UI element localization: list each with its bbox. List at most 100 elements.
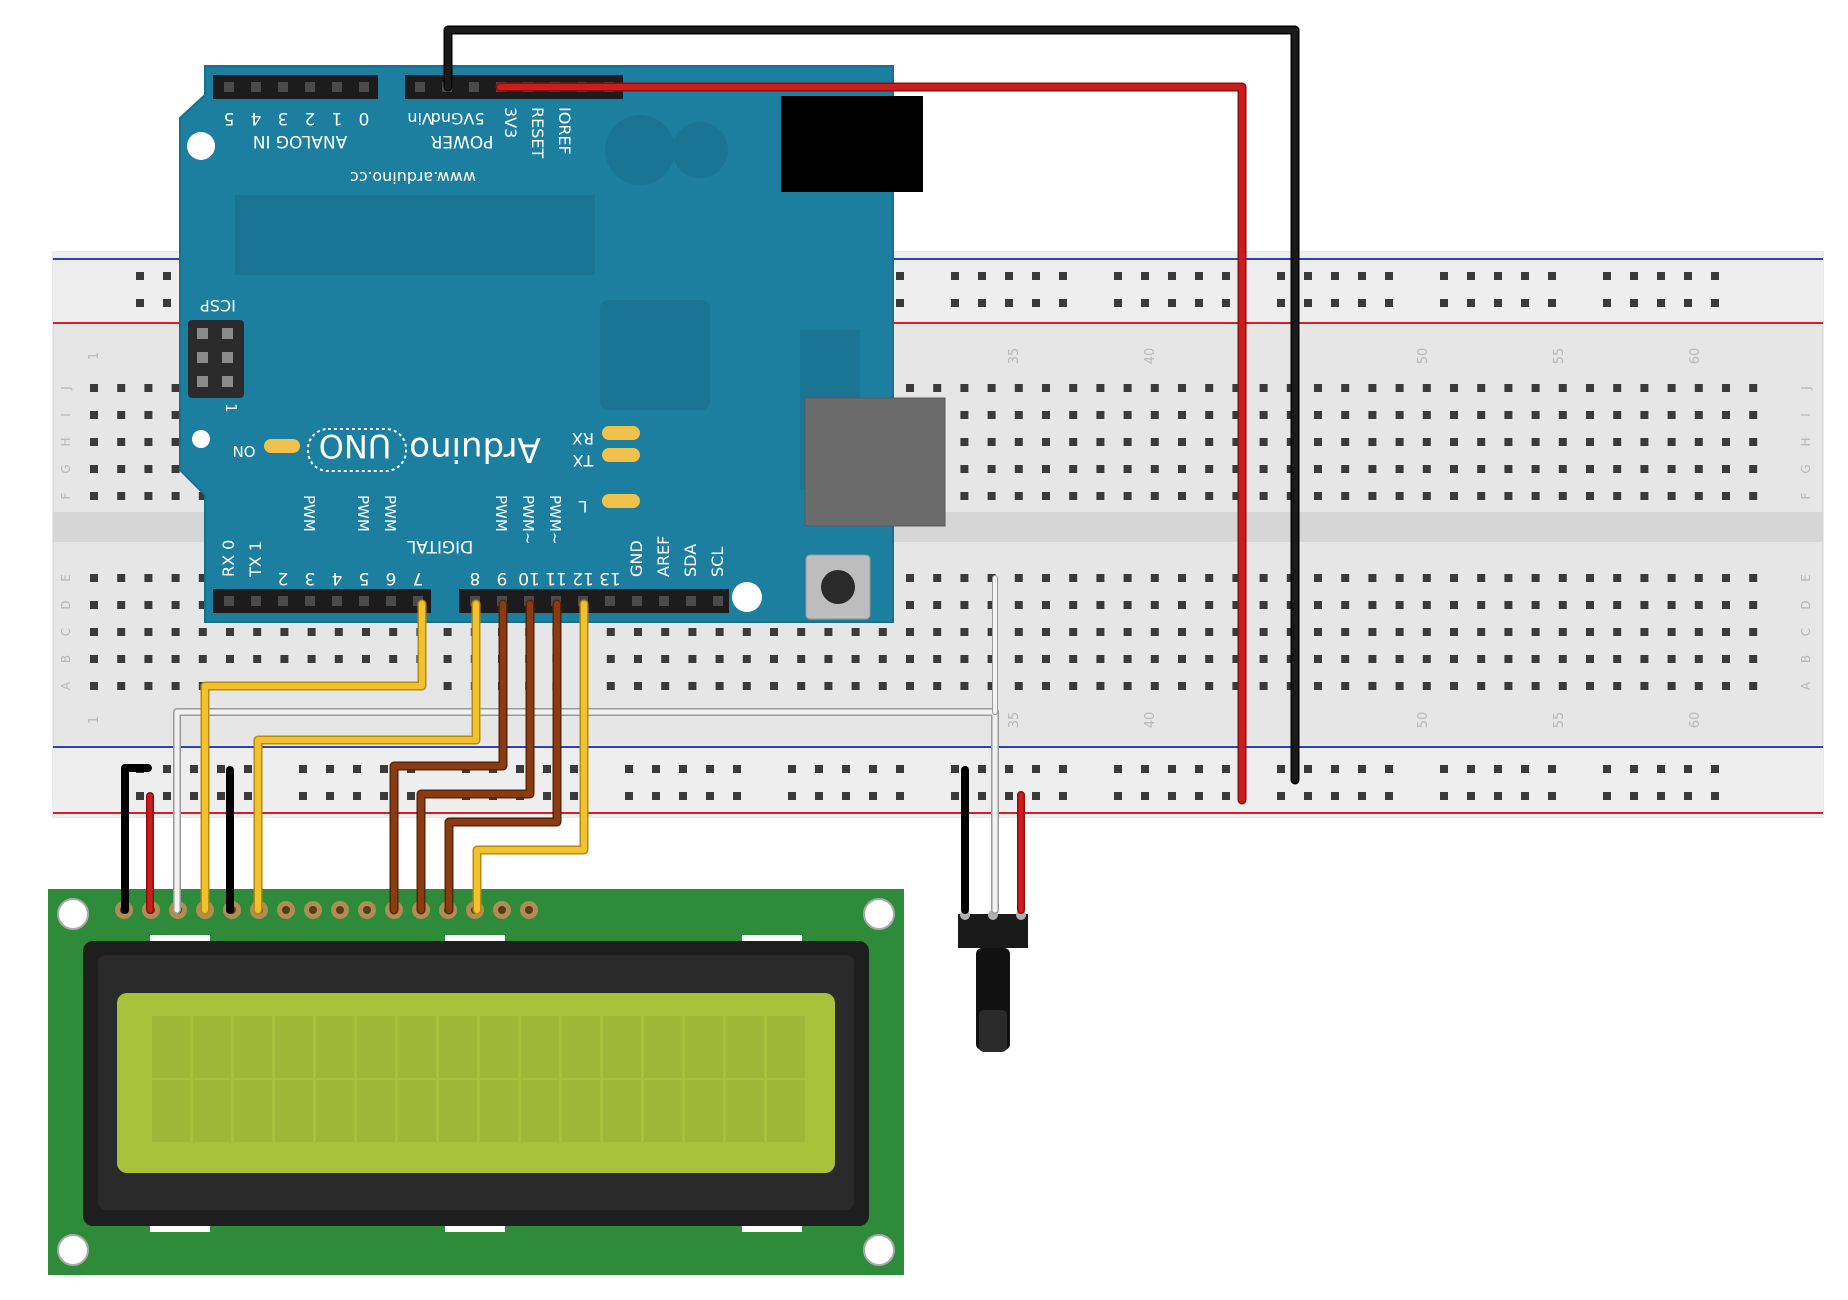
lcd-char-cell	[275, 1016, 313, 1078]
rail-hole	[1684, 765, 1692, 773]
breadboard-hole	[1150, 411, 1159, 419]
rail-hole	[1521, 299, 1529, 307]
lcd-pin-hole	[336, 906, 344, 914]
breadboard-hole	[797, 628, 806, 636]
rail-hole	[190, 765, 198, 773]
breadboard-hole	[1069, 682, 1078, 690]
breadboard-hole	[1504, 655, 1513, 663]
breadboard-hole	[1259, 601, 1268, 609]
breadboard-hole	[1694, 655, 1703, 663]
breadboard-hole	[1042, 574, 1050, 582]
digital-pin-label: 13	[599, 568, 621, 588]
rail-hole	[1440, 272, 1448, 280]
breadboard-hole	[1069, 465, 1078, 473]
breadboard-hole	[1368, 438, 1377, 446]
breadboard-hole	[1205, 411, 1214, 419]
arduino-board: ANALOG IN POWER www.arduino.cc ICSP 1 ON…	[179, 65, 946, 623]
breadboard-hole	[1014, 492, 1023, 500]
digital-pin-label: TX 1	[246, 541, 265, 578]
row-letter-right: B	[1799, 655, 1813, 663]
lcd-char-cell	[152, 1016, 190, 1078]
rail-hole	[679, 765, 687, 773]
breadboard-hole	[1504, 492, 1513, 500]
column-number-bottom: 60	[1688, 712, 1703, 729]
rail-hole	[1521, 765, 1529, 773]
rail-hole	[1059, 765, 1067, 773]
breadboard-hole	[1368, 682, 1377, 690]
breadboard-hole	[1640, 492, 1649, 500]
breadboard-hole	[661, 628, 670, 636]
rail-hole	[1277, 765, 1285, 773]
breadboard-hole	[1232, 628, 1241, 636]
breadboard-hole	[1205, 438, 1214, 446]
breadboard-hole	[960, 628, 969, 636]
breadboard-hole	[1477, 682, 1486, 690]
breadboard-hole	[280, 628, 289, 636]
breadboard-hole	[987, 628, 996, 636]
breadboard-hole	[1014, 411, 1023, 419]
breadboard-hole	[1640, 574, 1649, 582]
rail-hole	[652, 765, 660, 773]
rail-hole	[1114, 299, 1122, 307]
rail-hole	[1467, 792, 1475, 800]
rail-hole	[978, 299, 986, 307]
breadboard-hole	[987, 411, 996, 419]
potentiometer	[958, 910, 1028, 1052]
wire-lcd-black-gnd	[121, 764, 152, 914]
breadboard-hole	[960, 601, 969, 609]
breadboard-hole	[144, 465, 153, 473]
header-pin	[251, 82, 261, 92]
breadboard-hole	[1368, 492, 1377, 500]
breadboard-hole	[90, 411, 98, 419]
breadboard-hole	[715, 655, 724, 663]
breadboard-hole	[1341, 492, 1350, 500]
rail-hole	[978, 792, 986, 800]
breadboard-hole	[1749, 628, 1758, 636]
header-pin	[224, 82, 234, 92]
lcd-char-cell	[439, 1080, 477, 1142]
breadboard-hole	[1531, 574, 1540, 582]
column-number-top: 35	[1007, 348, 1022, 365]
breadboard-hole	[226, 628, 234, 636]
bezel-tab	[150, 935, 210, 941]
breadboard-hole	[1694, 628, 1703, 636]
breadboard-hole	[1314, 682, 1322, 690]
header-pin	[713, 596, 723, 606]
breadboard-hole	[1042, 465, 1050, 473]
rail-hole	[1059, 792, 1067, 800]
lcd-char-cell	[439, 1016, 477, 1078]
breadboard-hole	[987, 601, 996, 609]
breadboard-hole	[1586, 438, 1594, 446]
breadboard-hole	[1558, 601, 1567, 609]
breadboard-hole	[1042, 628, 1050, 636]
breadboard-hole	[1178, 411, 1186, 419]
rail-hole	[1603, 792, 1611, 800]
breadboard-hole	[824, 628, 833, 636]
rail-hole	[951, 792, 959, 800]
breadboard-hole	[117, 574, 126, 582]
rail-hole	[815, 765, 823, 773]
breadboard-hole	[824, 682, 833, 690]
rail-hole	[299, 792, 307, 800]
header-pin	[413, 596, 423, 606]
breadboard-hole	[1694, 682, 1703, 690]
lcd-char-cell	[357, 1080, 395, 1142]
lcd-char-cell	[603, 1080, 641, 1142]
rail-hole	[299, 765, 307, 773]
breadboard-hole	[1205, 682, 1214, 690]
breadboard-hole	[1259, 682, 1268, 690]
breadboard-hole	[1150, 465, 1159, 473]
breadboard-hole	[1368, 465, 1377, 473]
rail-hole	[788, 792, 796, 800]
rail-hole	[1467, 299, 1475, 307]
breadboard-hole	[198, 574, 207, 582]
row-letter-right: I	[1799, 413, 1813, 417]
breadboard-hole	[1586, 628, 1594, 636]
breadboard-hole	[1069, 492, 1078, 500]
breadboard-hole	[1150, 628, 1159, 636]
header-pin	[605, 596, 615, 606]
rail-hole	[1711, 272, 1719, 280]
rail-hole	[896, 299, 904, 307]
rail-hole	[1440, 765, 1448, 773]
header-pin	[224, 596, 234, 606]
